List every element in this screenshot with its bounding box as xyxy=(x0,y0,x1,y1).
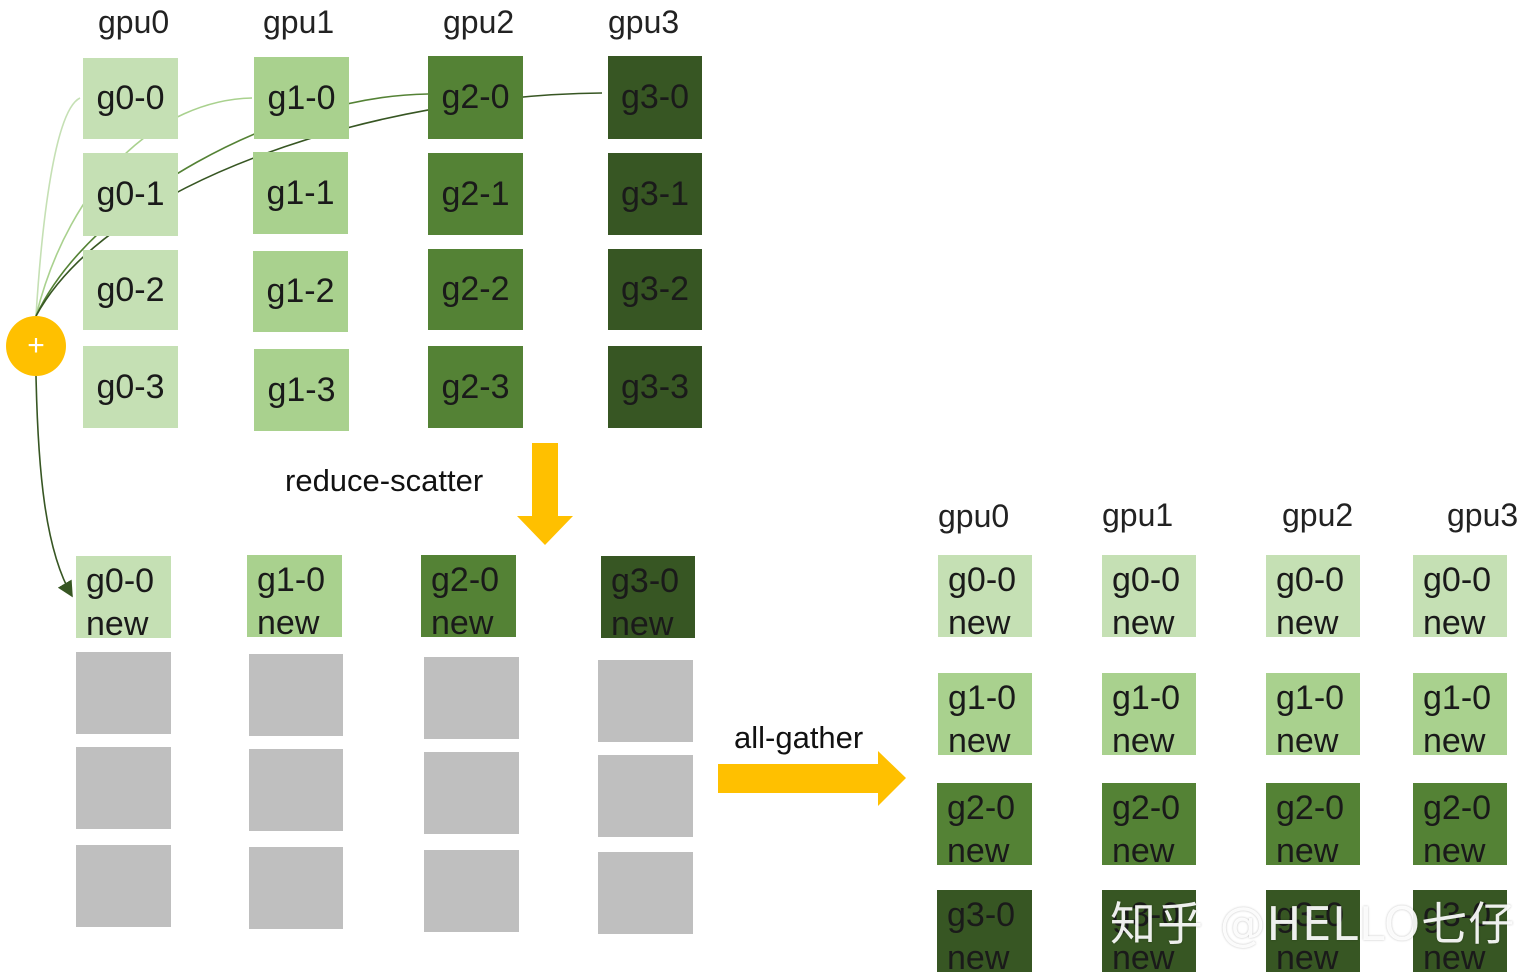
result-suffix: new xyxy=(431,603,494,638)
empty-slot xyxy=(249,654,343,736)
chunk-g2-2: g2-2 xyxy=(428,249,523,330)
gather-gpu-label-gpu1: gpu1 xyxy=(1102,497,1174,533)
arrow-to-result xyxy=(35,375,73,598)
empty-slot xyxy=(424,657,519,739)
gpu-label-gpu2: gpu2 xyxy=(443,4,515,40)
result-suffix: new xyxy=(611,604,674,639)
chunk-g2-1: g2-1 xyxy=(428,153,523,235)
empty-slot xyxy=(76,747,171,829)
chunk-g1-2: g1-2 xyxy=(253,251,348,332)
empty-slot xyxy=(249,749,343,831)
chunk-g3-1: g3-1 xyxy=(608,153,702,235)
gather-gpu-label-gpu0: gpu0 xyxy=(938,498,1010,534)
gpu-label-gpu1: gpu1 xyxy=(263,4,335,40)
chunk-g3-0: g3-0 xyxy=(608,56,702,139)
chunk-g0-2: g0-2 xyxy=(83,250,178,330)
all-gather-label: all-gather xyxy=(734,720,864,755)
gpu-label-gpu3: gpu3 xyxy=(608,4,680,40)
empty-slot xyxy=(249,847,343,929)
empty-slot xyxy=(76,845,171,927)
plus-icon: + xyxy=(6,316,66,376)
result-suffix: new xyxy=(257,603,320,638)
empty-slot xyxy=(424,752,519,834)
chunk-g1-1: g1-1 xyxy=(253,152,348,234)
empty-slot xyxy=(76,652,171,734)
gpu-label-gpu0: gpu0 xyxy=(98,4,170,40)
chunk-g0-0: g0-0 xyxy=(83,58,178,139)
empty-slot xyxy=(424,850,519,932)
watermark: 知乎 @HELLO七仔 xyxy=(1110,897,1516,951)
result-g2-0-new: g2-0 new xyxy=(421,555,516,637)
empty-slot xyxy=(598,660,693,742)
reduce-scatter-arrow-icon xyxy=(517,443,573,545)
result-name: g3-0 xyxy=(611,562,680,600)
chunk-g2-3: g2-3 xyxy=(428,346,523,428)
chunk-g0-3: g0-3 xyxy=(83,346,178,428)
chunk-g1-3: g1-3 xyxy=(254,349,349,431)
chunk-g1-0: g1-0 xyxy=(254,57,349,139)
chunk-g3-3: g3-3 xyxy=(608,346,702,428)
result-name: g2-0 xyxy=(431,561,500,599)
chunk-g3-2: g3-2 xyxy=(608,249,702,330)
reduce-scatter-label: reduce-scatter xyxy=(285,463,484,498)
all-gather-arrow-icon xyxy=(718,751,906,806)
result-g3-0-new: g3-0 new xyxy=(601,556,695,638)
gather-gpu-label-gpu3: gpu3 xyxy=(1447,497,1519,533)
connector-g2-0 xyxy=(35,93,429,317)
result-g1-0-new: g1-0 new xyxy=(247,555,342,637)
result-g0-0-new: g0-0 new xyxy=(76,556,171,638)
connector-g0-0 xyxy=(35,97,81,317)
result-suffix: new xyxy=(86,604,149,639)
chunk-g0-1: g0-1 xyxy=(83,153,178,236)
result-name: g0-0 xyxy=(86,562,155,600)
result-name: g1-0 xyxy=(257,561,326,599)
gather-gpu-label-gpu2: gpu2 xyxy=(1282,497,1354,533)
chunk-g2-0: g2-0 xyxy=(428,56,523,139)
empty-slot xyxy=(598,755,693,837)
empty-slot xyxy=(598,852,693,934)
